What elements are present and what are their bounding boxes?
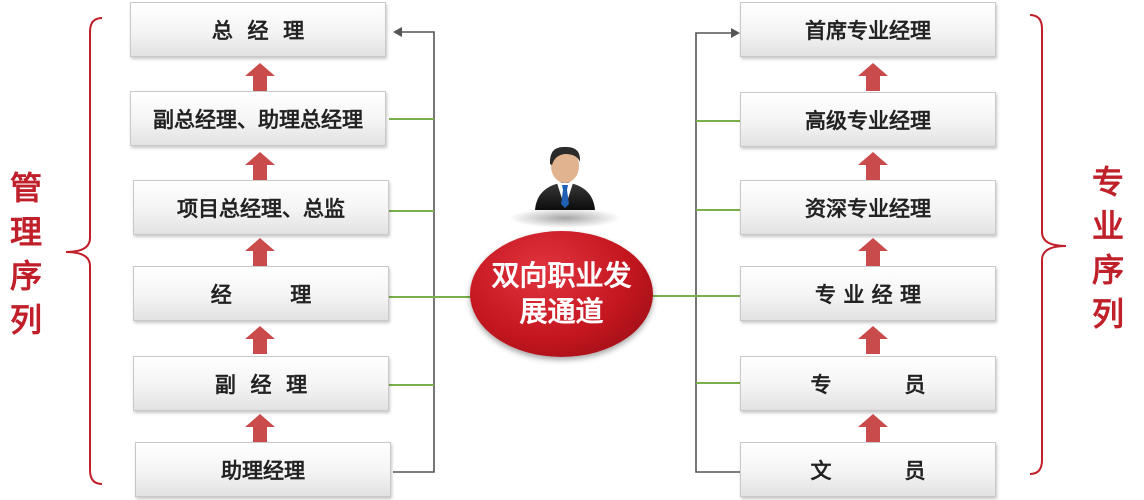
- left-return-line: [393, 31, 435, 473]
- prof-level-veteran-professional-manager: 资深专业经理: [740, 180, 996, 235]
- prof-level-chief-professional-manager: 首席专业经理: [740, 2, 996, 57]
- up-arrow-icon: [245, 414, 275, 442]
- left-brace: [65, 17, 103, 485]
- mgmt-level-deputy-assistant-gm: 副总经理、助理总经理: [130, 91, 386, 146]
- up-arrow-icon: [858, 63, 888, 91]
- professional-sequence-label: 专 业 序 列: [1091, 163, 1124, 333]
- right-brace: [1029, 14, 1067, 475]
- prof-level-senior-professional-manager: 高级专业经理: [740, 92, 996, 147]
- up-arrow-icon: [858, 414, 888, 442]
- mgmt-level-general-manager: 总 经 理: [130, 2, 386, 57]
- right-return-arrowhead: [731, 28, 740, 38]
- prof-level-specialist: 专 员: [740, 356, 996, 411]
- prof-level-clerk: 文 员: [740, 442, 996, 497]
- management-sequence-label: 管 理 序 列: [9, 169, 42, 339]
- up-arrow-icon: [858, 152, 888, 180]
- prof-level-professional-manager: 专 业 经 理: [740, 266, 996, 321]
- left-return-arrowhead: [393, 27, 402, 37]
- mgmt-level-assistant-manager: 助理经理: [135, 442, 391, 497]
- up-arrow-icon: [858, 238, 888, 266]
- up-arrow-icon: [245, 63, 275, 91]
- up-arrow-icon: [245, 152, 275, 180]
- up-arrow-icon: [858, 326, 888, 354]
- right-return-line: [695, 32, 740, 473]
- up-arrow-icon: [245, 238, 275, 266]
- mgmt-level-project-gm-director: 项目总经理、总监: [133, 180, 389, 235]
- mgmt-level-deputy-manager: 副 经 理: [133, 356, 389, 411]
- businessman-icon: [509, 146, 621, 228]
- up-arrow-icon: [245, 326, 275, 354]
- mgmt-level-manager: 经 理: [133, 266, 389, 321]
- dual-career-path-center: 双向职业发 展通道: [470, 231, 653, 357]
